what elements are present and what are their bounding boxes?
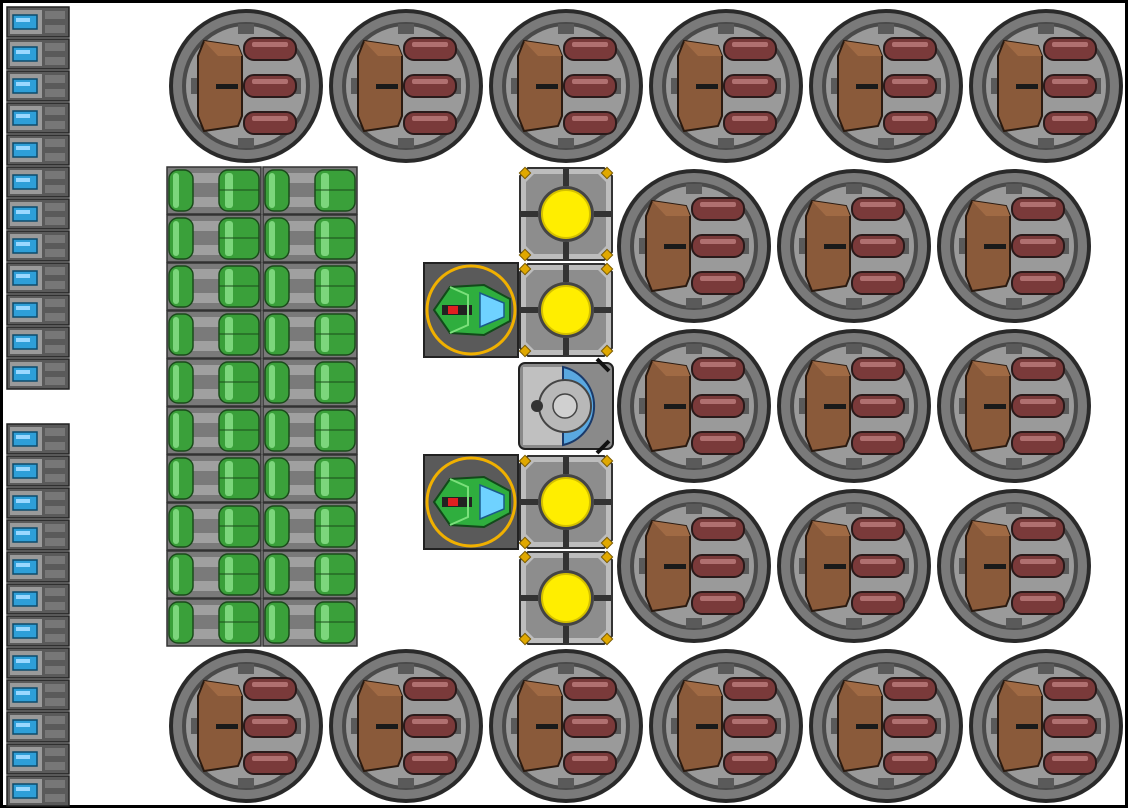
- reactor-icon[interactable]: [328, 8, 484, 164]
- power-core-icon[interactable]: [518, 166, 614, 262]
- shield-generator-icon[interactable]: [517, 357, 615, 455]
- reactor-icon[interactable]: [968, 8, 1124, 164]
- coolant-pipe-icon[interactable]: [166, 598, 262, 647]
- battery-icon[interactable]: [6, 551, 70, 583]
- coolant-pipe-icon[interactable]: [262, 406, 358, 455]
- battery-icon[interactable]: [6, 711, 70, 743]
- battery-icon[interactable]: [6, 423, 70, 455]
- coolant-pipe-icon[interactable]: [166, 502, 262, 551]
- battery-icon[interactable]: [6, 6, 70, 38]
- reactor-icon[interactable]: [616, 168, 772, 324]
- battery-icon[interactable]: [6, 38, 70, 70]
- coolant-pipe-icon[interactable]: [166, 166, 262, 215]
- battery-icon[interactable]: [6, 519, 70, 551]
- reactor-icon[interactable]: [936, 488, 1092, 644]
- coolant-pipe-icon[interactable]: [262, 358, 358, 407]
- reactor-icon[interactable]: [168, 8, 324, 164]
- reactor-icon[interactable]: [168, 648, 324, 804]
- coolant-pipe-icon[interactable]: [262, 454, 358, 503]
- battery-icon[interactable]: [6, 743, 70, 775]
- reactor-icon[interactable]: [808, 648, 964, 804]
- reactor-icon[interactable]: [616, 328, 772, 484]
- battery-icon[interactable]: [6, 455, 70, 487]
- reactor-icon[interactable]: [648, 648, 804, 804]
- ship-layout: [6, 6, 1124, 807]
- coolant-pipe-icon[interactable]: [166, 214, 262, 263]
- coolant-pipe-icon[interactable]: [166, 406, 262, 455]
- reactor-icon[interactable]: [776, 328, 932, 484]
- thruster-icon[interactable]: [422, 261, 520, 359]
- coolant-pipe-icon[interactable]: [262, 262, 358, 311]
- reactor-icon[interactable]: [776, 488, 932, 644]
- power-core-icon[interactable]: [518, 262, 614, 358]
- battery-icon[interactable]: [6, 230, 70, 262]
- coolant-pipe-icon[interactable]: [166, 358, 262, 407]
- coolant-pipe-icon[interactable]: [166, 454, 262, 503]
- coolant-pipe-icon[interactable]: [262, 598, 358, 647]
- battery-icon[interactable]: [6, 198, 70, 230]
- reactor-icon[interactable]: [488, 8, 644, 164]
- coolant-pipe-icon[interactable]: [166, 262, 262, 311]
- coolant-pipe-icon[interactable]: [262, 214, 358, 263]
- battery-icon[interactable]: [6, 615, 70, 647]
- reactor-icon[interactable]: [808, 8, 964, 164]
- reactor-icon[interactable]: [936, 168, 1092, 324]
- coolant-pipe-icon[interactable]: [262, 550, 358, 599]
- reactor-icon[interactable]: [936, 328, 1092, 484]
- battery-icon[interactable]: [6, 294, 70, 326]
- reactor-icon[interactable]: [616, 488, 772, 644]
- reactor-icon[interactable]: [968, 648, 1124, 804]
- battery-icon[interactable]: [6, 166, 70, 198]
- coolant-pipe-icon[interactable]: [166, 550, 262, 599]
- power-core-icon[interactable]: [518, 550, 614, 646]
- coolant-pipe-icon[interactable]: [166, 310, 262, 359]
- battery-icon[interactable]: [6, 102, 70, 134]
- reactor-icon[interactable]: [488, 648, 644, 804]
- coolant-pipe-icon[interactable]: [262, 166, 358, 215]
- battery-icon[interactable]: [6, 70, 70, 102]
- battery-icon[interactable]: [6, 358, 70, 390]
- thruster-icon[interactable]: [422, 453, 520, 551]
- battery-icon[interactable]: [6, 583, 70, 615]
- power-core-icon[interactable]: [518, 454, 614, 550]
- coolant-pipe-icon[interactable]: [262, 310, 358, 359]
- battery-icon[interactable]: [6, 326, 70, 358]
- battery-icon[interactable]: [6, 134, 70, 166]
- reactor-icon[interactable]: [648, 8, 804, 164]
- battery-icon[interactable]: [6, 775, 70, 807]
- coolant-pipe-icon[interactable]: [262, 502, 358, 551]
- battery-icon[interactable]: [6, 679, 70, 711]
- battery-icon[interactable]: [6, 647, 70, 679]
- battery-icon[interactable]: [6, 262, 70, 294]
- reactor-icon[interactable]: [328, 648, 484, 804]
- reactor-icon[interactable]: [776, 168, 932, 324]
- battery-icon[interactable]: [6, 487, 70, 519]
